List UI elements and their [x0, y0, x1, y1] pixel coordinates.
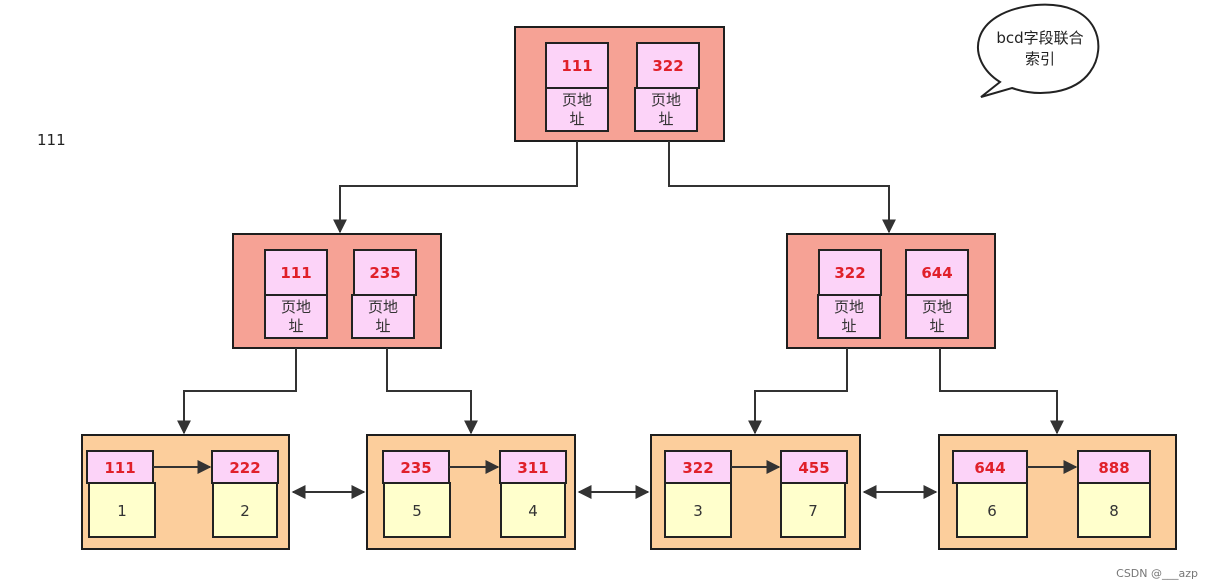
page-address-cell: [905, 294, 969, 339]
leaf-1-value-1: 1: [117, 502, 127, 520]
leaf-4-key-2: 888: [1098, 459, 1129, 477]
edge-internal-left-to-leaf-2: [386, 348, 478, 435]
root-node: 111 页地 址 322 页地 址: [514, 26, 725, 142]
page-address-line-1: 页地: [562, 91, 592, 109]
edge-root-to-internal-right: [668, 141, 896, 234]
leaf-3-value-2: 7: [808, 502, 818, 520]
page-address-line-1: 页地: [922, 298, 952, 316]
page-address-cell: [634, 87, 698, 132]
key-cell: [499, 450, 567, 484]
internal-right-key-2: 644: [921, 264, 952, 282]
annotation-bubble: bcd字段联合 索引: [977, 3, 1100, 98]
internal-right-key-1: 322: [834, 264, 865, 282]
leaf-3-value-1: 3: [693, 502, 703, 520]
page-address-cell: [545, 87, 609, 132]
page-address-line-2: 址: [569, 110, 584, 128]
page-address-cell: [817, 294, 881, 339]
bubble-line-2: 索引: [1025, 50, 1055, 68]
leaf-2-value-1: 5: [412, 502, 422, 520]
leaf-node-2: 235 5 311 4: [366, 434, 576, 550]
watermark: CSDN @___azp: [1116, 567, 1198, 580]
page-address-line-1: 页地: [368, 298, 398, 316]
root-entry-2: 322 页地 址: [634, 42, 700, 132]
leaf-2-key-1: 235: [400, 459, 431, 477]
leaf-node-1: 111 1 222 2: [81, 434, 290, 550]
edge-internal-left-to-leaf-1: [177, 348, 297, 435]
page-address-line-2: 址: [841, 317, 856, 335]
page-address-line-1: 页地: [651, 91, 681, 109]
value-cell: [1077, 482, 1151, 538]
leaf-1-key-2: 222: [229, 459, 260, 477]
internal-left-key-2: 235: [369, 264, 400, 282]
key-cell: [905, 249, 969, 296]
leaf-1-value-2: 2: [240, 502, 250, 520]
key-cell: [952, 450, 1028, 484]
root-entry-1: 111 页地 址: [545, 42, 609, 132]
leaf-2-key-2: 311: [517, 459, 548, 477]
page-address-line-2: 址: [658, 110, 673, 128]
internal-node-left: 111 页地 址 235 页地 址: [232, 233, 442, 349]
value-cell: [780, 482, 846, 538]
value-cell: [383, 482, 451, 538]
internal-right-entry-1: 322 页地 址: [817, 249, 882, 339]
side-label: 111: [37, 131, 66, 149]
edge-internal-right-to-leaf-3: [748, 348, 848, 435]
value-cell: [88, 482, 156, 538]
key-cell: [382, 450, 450, 484]
key-cell: [1077, 450, 1151, 484]
internal-right-entry-2: 644 页地 址: [905, 249, 969, 339]
page-address-line-1: 页地: [834, 298, 864, 316]
page-address-cell: [351, 294, 415, 339]
internal-left-key-1: 111: [280, 264, 311, 282]
key-cell: [636, 42, 700, 89]
leaf-4-key-1: 644: [974, 459, 1005, 477]
internal-left-entry-1: 111 页地 址: [264, 249, 328, 339]
leaf-3-key-1: 322: [682, 459, 713, 477]
internal-left-entry-2: 235 页地 址: [351, 249, 417, 339]
page-address-line-1: 页地: [281, 298, 311, 316]
value-cell: [956, 482, 1028, 538]
leaf-node-3: 322 3 455 7: [650, 434, 861, 550]
leaf-2-value-2: 4: [528, 502, 538, 520]
leaf-4-value-2: 8: [1109, 502, 1119, 520]
root-key-2: 322: [652, 57, 683, 75]
root-key-1: 111: [561, 57, 592, 75]
page-address-line-2: 址: [288, 317, 303, 335]
key-cell: [211, 450, 279, 484]
leaf-node-4: 644 6 888 8: [938, 434, 1177, 550]
leaf-4-value-1: 6: [987, 502, 997, 520]
page-address-cell: [264, 294, 328, 339]
edge-internal-right-to-leaf-4: [939, 348, 1064, 435]
leaf-1-key-1: 111: [104, 459, 135, 477]
internal-node-right: 322 页地 址 644 页地 址: [786, 233, 996, 349]
key-cell: [780, 450, 848, 484]
key-cell: [818, 249, 882, 296]
page-address-line-2: 址: [375, 317, 390, 335]
bubble-line-1: bcd字段联合: [996, 29, 1083, 47]
page-address-line-2: 址: [929, 317, 944, 335]
leaf-3-key-2: 455: [798, 459, 829, 477]
edge-root-to-internal-left: [333, 141, 578, 234]
value-cell: [212, 482, 278, 538]
